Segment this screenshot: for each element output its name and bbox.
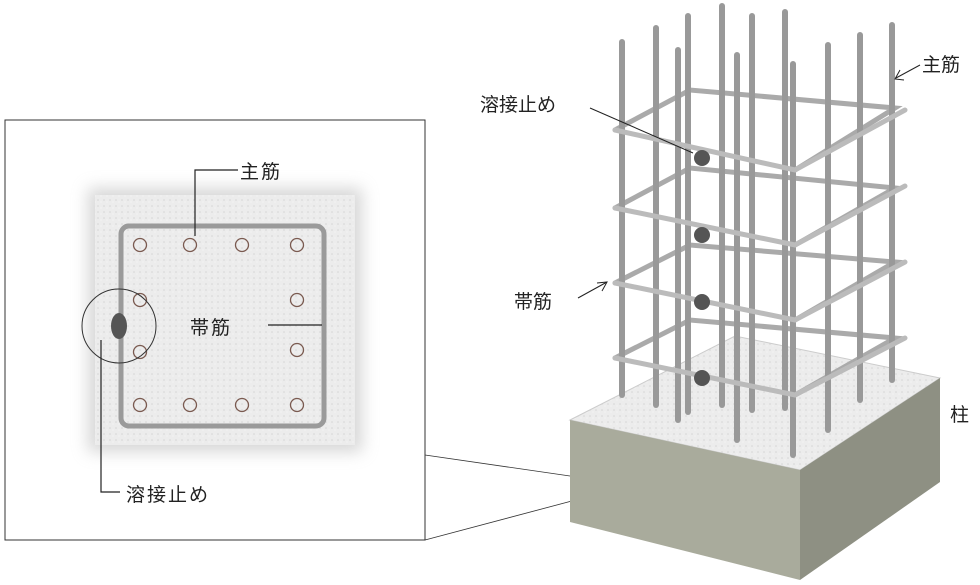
cross-section-detail <box>4 119 426 541</box>
rebar-cage <box>577 3 921 458</box>
detail-hoop-label: 帯筋 <box>190 317 233 339</box>
weld-points <box>694 150 710 386</box>
detail-main-bar-label: 主筋 <box>240 161 283 183</box>
concrete-column-base <box>568 335 942 580</box>
detail-weld-label: 溶接止め <box>126 484 211 506</box>
weld-mark <box>111 313 127 339</box>
column-label: 柱 <box>950 404 972 426</box>
column-hoop-label: 帯筋 <box>514 291 553 313</box>
column-main-bar-label: 主筋 <box>922 54 961 76</box>
column-weld-label: 溶接止め <box>480 94 557 116</box>
front-hoops <box>612 107 908 398</box>
callout-arrows <box>577 64 921 299</box>
main-bars <box>132 237 305 413</box>
